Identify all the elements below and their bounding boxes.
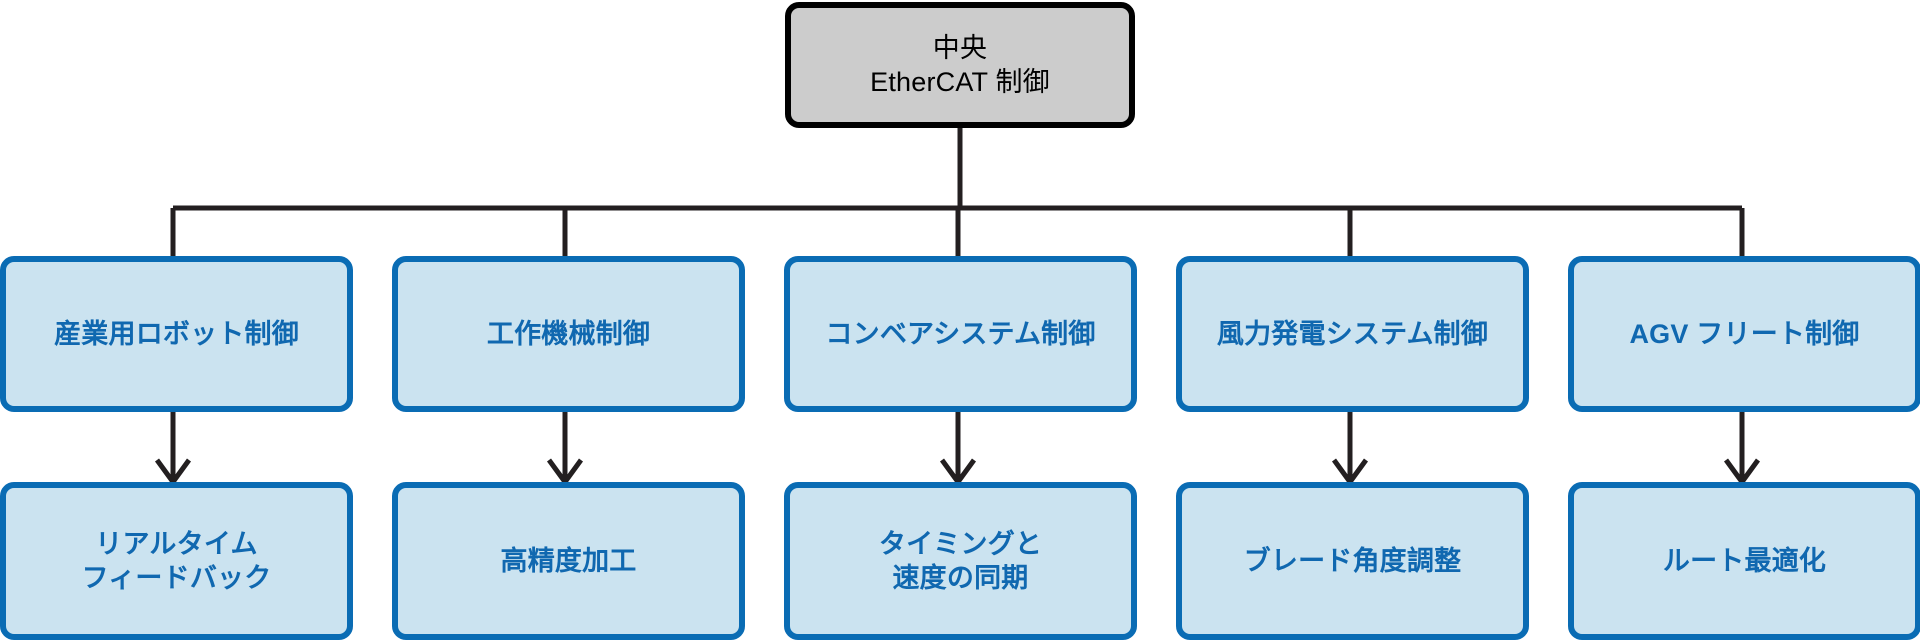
connector-arrowhead-wind-power-system-control (1331, 458, 1369, 487)
node-machine-tool-control[interactable]: 工作機械制御 (392, 256, 745, 412)
connector-arrowhead-agv-fleet-control (1723, 458, 1761, 487)
connector-arrowhead-industrial-robot-control (154, 458, 192, 487)
node-blade-angle-adjustment[interactable]: ブレード角度調整 (1176, 482, 1529, 640)
node-agv-fleet-control[interactable]: AGV フリート制御 (1568, 256, 1920, 412)
node-realtime-feedback[interactable]: リアルタイム フィードバック (0, 482, 353, 640)
node-route-optimization[interactable]: ルート最適化 (1568, 482, 1920, 640)
connector-arrowhead-conveyor-system-control (939, 458, 977, 487)
node-central-ethercat-control[interactable]: 中央 EtherCAT 制御 (785, 2, 1135, 128)
node-industrial-robot-control[interactable]: 産業用ロボット制御 (0, 256, 353, 412)
node-wind-power-system-control[interactable]: 風力発電システム制御 (1176, 256, 1529, 412)
connector-arrowhead-machine-tool-control (546, 458, 584, 487)
node-high-precision-machining[interactable]: 高精度加工 (392, 482, 745, 640)
node-timing-speed-sync[interactable]: タイミングと 速度の同期 (784, 482, 1137, 640)
node-conveyor-system-control[interactable]: コンベアシステム制御 (784, 256, 1137, 412)
